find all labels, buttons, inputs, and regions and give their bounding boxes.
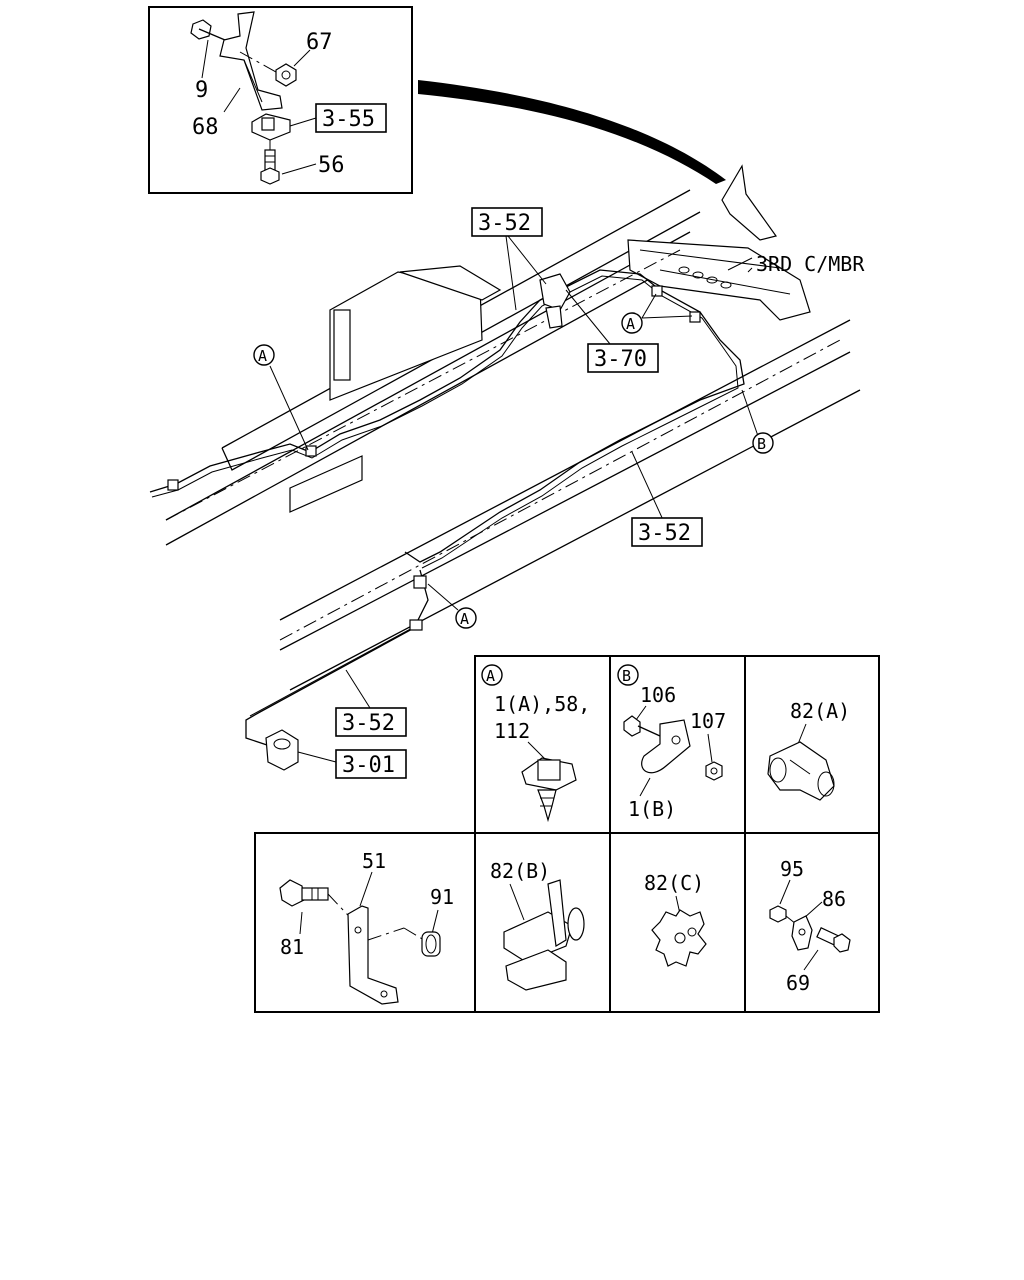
ref-pipe-mid: 3-52 xyxy=(638,521,691,546)
marker-a-1: A xyxy=(253,344,275,366)
pipe-clips xyxy=(167,285,701,631)
bolt-icon xyxy=(623,715,661,737)
cell-bracket-label: 51 xyxy=(362,849,386,873)
ref-pipe-upper: 3-52 xyxy=(478,211,531,236)
main-leaders xyxy=(269,235,759,763)
cell-b-bolt-label: 106 xyxy=(640,683,676,707)
assembly-line xyxy=(239,51,277,73)
ref-pipe-lower: 3-52 xyxy=(342,711,395,736)
label-nut: 67 xyxy=(306,30,333,55)
cell-82c: 82(C) xyxy=(644,871,707,967)
crossmember-holes xyxy=(678,266,732,289)
cell-bracket: 51 81 91 xyxy=(279,849,454,1005)
cell-bracket-bolt-label: 81 xyxy=(280,935,304,959)
cell-a-line2: 112 xyxy=(494,719,530,743)
cell-b-clip-label: 1(B) xyxy=(628,797,676,821)
bolt-icon xyxy=(279,879,329,907)
ref-connector: 3-01 xyxy=(342,753,395,778)
marker-b-1: B xyxy=(752,432,774,454)
cell-82b: 82(B) xyxy=(490,859,585,991)
cell-b: B 106 107 1(B) xyxy=(617,664,726,821)
ref-box-3-70 xyxy=(587,343,659,373)
cell-misc-bolt-label: 69 xyxy=(786,971,810,995)
detail-inset-frame xyxy=(148,6,413,194)
bolt-icon xyxy=(190,19,226,41)
ref-box-pipe-upper xyxy=(471,207,543,237)
ref-box-pipe-mid xyxy=(631,517,703,547)
clip-icon xyxy=(791,915,813,951)
crossmember-label: 3RD C/MBR xyxy=(756,252,865,276)
cell-a: A 1(A),58, 112 xyxy=(481,664,590,823)
cell-82a-label: 82(A) xyxy=(790,699,850,723)
bolt-icon xyxy=(816,927,851,953)
ref-3-55: 3-55 xyxy=(322,107,375,132)
cell-misc: 95 86 69 xyxy=(769,857,851,995)
label-screw: 56 xyxy=(318,153,345,178)
nut-icon xyxy=(705,761,723,781)
bracket-icon xyxy=(219,11,283,111)
detail-inset: 9 68 67 3-55 56 xyxy=(148,6,413,194)
grommet-icon xyxy=(767,741,835,801)
cell-82c-label: 82(C) xyxy=(644,871,704,895)
junction-block-icon xyxy=(539,273,571,329)
marker-a-2: A xyxy=(621,312,643,334)
cell-a-marker xyxy=(481,664,503,686)
cell-a-line1: 1(A),58, xyxy=(494,692,590,716)
detail-pointer-arrow xyxy=(418,80,726,184)
cell-b-marker-text: B xyxy=(622,667,631,685)
retainer-icon xyxy=(503,879,585,991)
ref-box-connector xyxy=(335,749,407,779)
bracket-icon xyxy=(347,905,399,1005)
ref-box-3-55 xyxy=(315,103,387,133)
clip-icon xyxy=(251,113,291,141)
cell-misc-nut-label: 95 xyxy=(780,857,804,881)
screw-icon xyxy=(260,149,280,185)
p-clip-icon xyxy=(641,719,691,774)
parts-grid: A 1(A),58, 112 B 106 107 1(B) xyxy=(254,655,880,1013)
cell-misc-clip-label: 86 xyxy=(822,887,846,911)
connector-icon xyxy=(265,729,299,771)
svg-text:A: A xyxy=(626,315,635,333)
cell-a-marker-text: A xyxy=(486,667,495,685)
label-bolt: 9 xyxy=(195,78,208,103)
star-grommet-icon xyxy=(651,909,707,967)
cell-bracket-nut-label: 91 xyxy=(430,885,454,909)
push-clip-icon xyxy=(521,757,577,823)
chassis-frame xyxy=(165,164,861,691)
label-bracket: 68 xyxy=(192,115,219,140)
marker-a-3: A xyxy=(455,607,477,629)
svg-text:A: A xyxy=(460,610,469,628)
cell-b-marker xyxy=(617,664,639,686)
spacer-icon xyxy=(421,931,441,957)
nut-icon xyxy=(275,63,297,87)
svg-text:A: A xyxy=(258,347,267,365)
cell-82b-label: 82(B) xyxy=(490,859,550,883)
ref-3-70: 3-70 xyxy=(594,347,647,372)
cell-b-nut-label: 107 xyxy=(690,709,726,733)
svg-text:B: B xyxy=(757,435,766,453)
nut-icon xyxy=(769,905,787,923)
ref-box-pipe-lower xyxy=(335,707,407,737)
grid-bottom-row xyxy=(254,832,880,1013)
cell-82a: 82(A) xyxy=(767,699,850,801)
crossmember-detail-icon xyxy=(721,164,778,241)
